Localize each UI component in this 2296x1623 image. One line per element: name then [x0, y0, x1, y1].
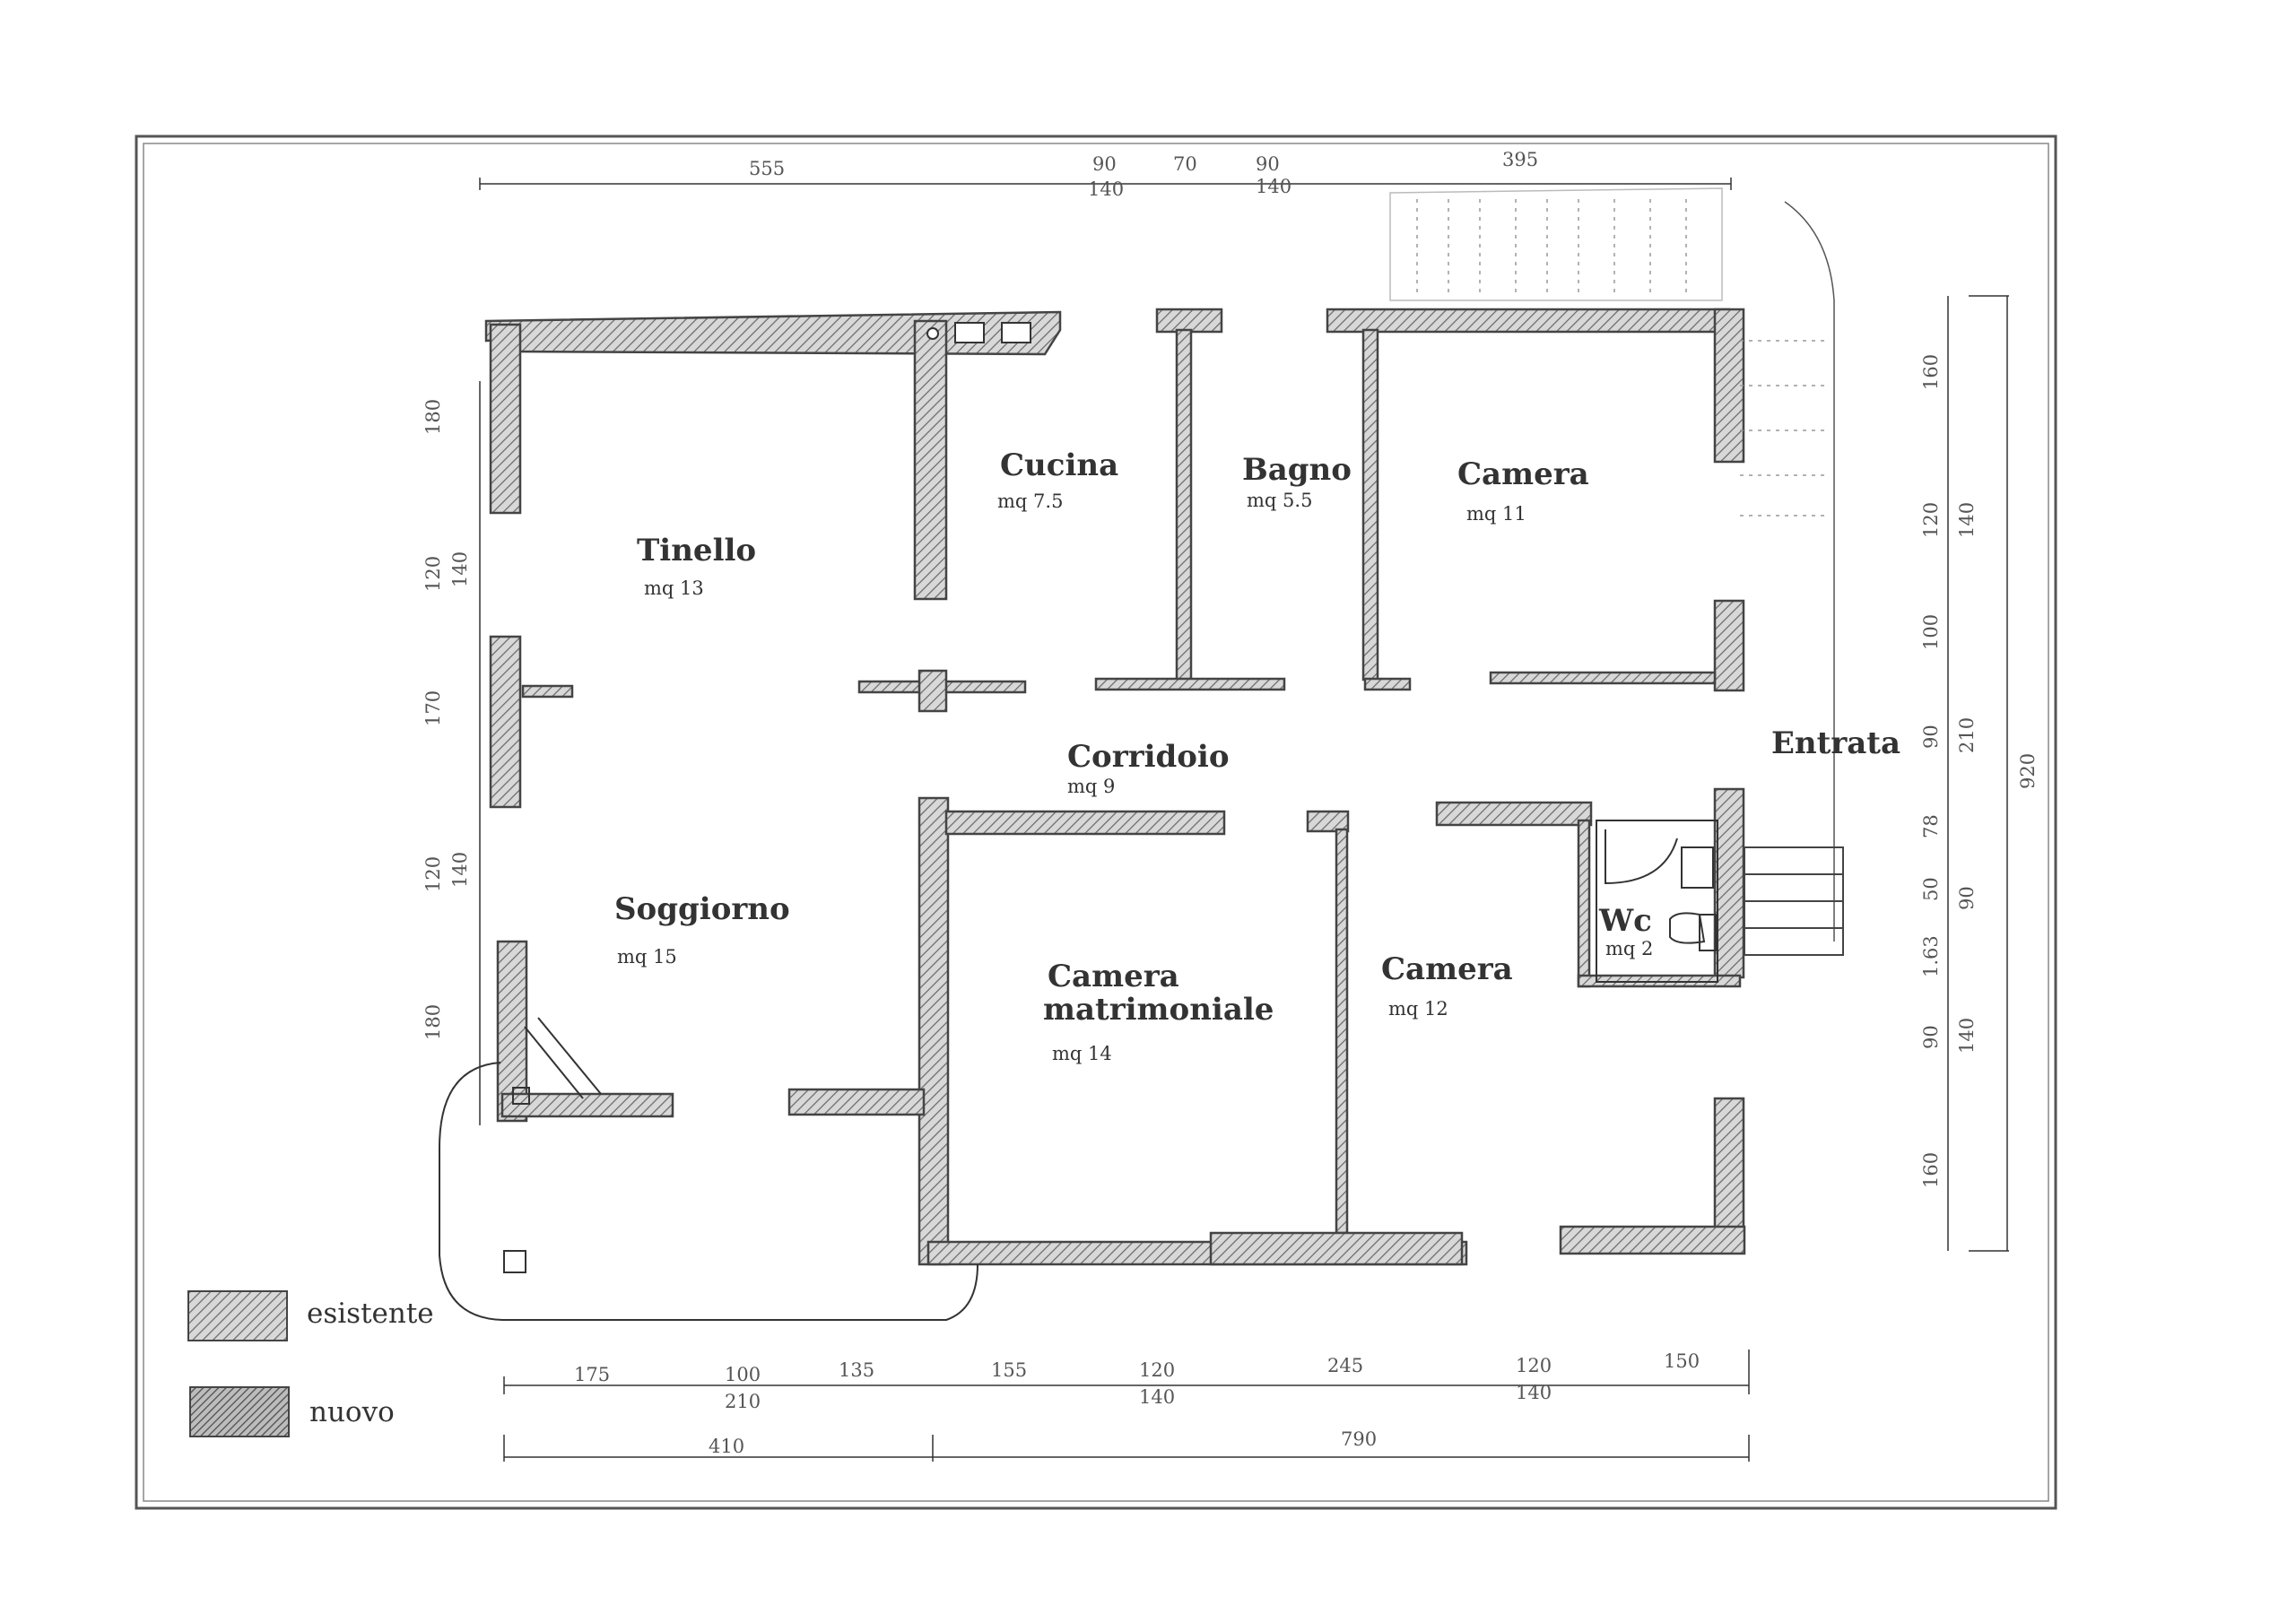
room-name-wc: Wc	[1598, 903, 1652, 939]
room-name-camera-11: Camera	[1457, 456, 1589, 492]
svg-text:120: 120	[1516, 1355, 1552, 1376]
svg-text:155: 155	[991, 1359, 1027, 1381]
svg-text:140: 140	[449, 852, 471, 888]
legend-swatch-existing	[187, 1290, 288, 1341]
room-name-tinello: Tinello	[637, 533, 756, 568]
bottom-dimensions: 175 100 135 155 120 245 120 150 210 140 …	[574, 1350, 1700, 1457]
svg-text:90: 90	[1920, 1025, 1942, 1049]
svg-text:790: 790	[1341, 1428, 1377, 1450]
room-area-corridoio: mq 9	[1067, 776, 1115, 797]
svg-text:135: 135	[839, 1359, 874, 1381]
svg-text:78: 78	[1920, 814, 1942, 838]
room-area-camera-12: mq 12	[1388, 998, 1448, 1020]
svg-text:1.63: 1.63	[1920, 935, 1942, 977]
room-name-soggiorno: Soggiorno	[614, 891, 790, 927]
top-dimensions: 555 90 70 90 395 140 140	[749, 149, 1538, 200]
svg-text:120: 120	[422, 856, 444, 892]
room-name-entrata: Entrata	[1771, 725, 1900, 761]
svg-text:90: 90	[1956, 886, 1978, 910]
legend: esistente nuovo	[187, 1290, 434, 1437]
svg-text:140: 140	[449, 551, 471, 587]
svg-text:140: 140	[1256, 176, 1292, 197]
svg-text:100: 100	[725, 1364, 761, 1385]
svg-text:140: 140	[1956, 1018, 1978, 1054]
room-name-cucina: Cucina	[1000, 447, 1118, 483]
svg-text:170: 170	[422, 690, 444, 726]
inner-frame	[143, 143, 2049, 1502]
room-area-bagno: mq 5.5	[1247, 490, 1312, 511]
svg-text:210: 210	[725, 1391, 761, 1412]
svg-text:90: 90	[1092, 153, 1117, 175]
dimension-lines	[479, 178, 2009, 1462]
cucina-fixtures	[926, 322, 1031, 343]
legend-label-existing: esistente	[307, 1298, 434, 1330]
svg-text:160: 160	[1920, 1152, 1942, 1188]
svg-text:90: 90	[1256, 153, 1280, 175]
svg-text:160: 160	[1920, 354, 1942, 390]
svg-text:140: 140	[1088, 178, 1124, 200]
room-area-camera-11: mq 11	[1466, 503, 1526, 525]
room-name-matrimoniale-1: Camera	[1048, 959, 1179, 994]
svg-text:90: 90	[1920, 725, 1942, 749]
room-area-cucina: mq 7.5	[997, 490, 1063, 512]
svg-text:555: 555	[749, 158, 785, 179]
outer-frame	[135, 135, 2057, 1510]
room-area-matrimoniale: mq 14	[1052, 1043, 1112, 1064]
svg-text:180: 180	[422, 1004, 444, 1040]
svg-text:175: 175	[574, 1364, 610, 1385]
svg-text:180: 180	[422, 399, 444, 435]
left-dimensions: 180 120 140 170 120 140 180	[422, 399, 471, 1040]
legend-label-new: nuovo	[309, 1396, 395, 1428]
svg-text:245: 245	[1327, 1355, 1363, 1376]
svg-text:50: 50	[1920, 877, 1942, 901]
legend-swatch-new	[189, 1386, 290, 1437]
stairs-top	[1389, 187, 1835, 942]
svg-text:120: 120	[1139, 1359, 1175, 1381]
walls	[484, 308, 1746, 1266]
room-labels: Tinello mq 13 Cucina mq 7.5 Bagno mq 5.5…	[614, 447, 1900, 1064]
svg-text:410: 410	[709, 1436, 744, 1457]
room-name-bagno: Bagno	[1242, 452, 1352, 488]
svg-text:140: 140	[1956, 502, 1978, 538]
svg-text:210: 210	[1956, 717, 1978, 753]
svg-text:120: 120	[1920, 502, 1942, 538]
room-area-soggiorno: mq 15	[617, 946, 677, 968]
svg-text:140: 140	[1516, 1382, 1552, 1403]
room-name-camera-12: Camera	[1381, 951, 1513, 987]
svg-text:150: 150	[1664, 1350, 1700, 1372]
right-dimensions: 160 120 100 90 78 50 1.63 90 160 140 210…	[1920, 354, 2039, 1188]
room-area-tinello: mq 13	[644, 577, 704, 599]
wc-fixtures	[1596, 820, 1718, 983]
soggiorno-corner	[439, 1017, 978, 1321]
svg-text:70: 70	[1173, 153, 1197, 175]
svg-text:120: 120	[422, 556, 444, 592]
room-area-wc: mq 2	[1605, 938, 1653, 959]
svg-text:920: 920	[2017, 753, 2039, 789]
entrance-steps	[1744, 846, 1844, 956]
room-name-corridoio: Corridoio	[1067, 739, 1230, 775]
room-name-matrimoniale-2: matrimoniale	[1043, 992, 1274, 1028]
svg-text:395: 395	[1502, 149, 1538, 170]
svg-text:140: 140	[1139, 1386, 1175, 1408]
svg-text:100: 100	[1920, 614, 1942, 650]
